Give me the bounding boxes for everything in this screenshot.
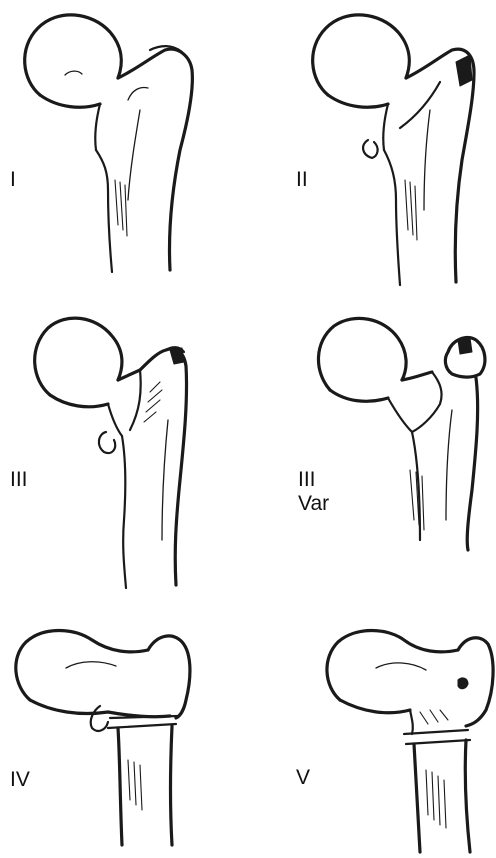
femur-drawing-iv [16, 631, 190, 846]
panel-label-v: V [296, 766, 310, 790]
panel-label-iii-var: III Var [298, 468, 329, 516]
femur-drawing-v [327, 631, 493, 853]
femur-drawing-ii [313, 15, 474, 285]
panel-label-i: I [10, 168, 16, 192]
femur-drawing-iii [35, 318, 187, 588]
panel-label-iii: III [10, 468, 28, 492]
femur-drawing-i [25, 15, 193, 272]
panel-label-ii: II [296, 168, 308, 192]
panel-label-iv: IV [10, 768, 30, 792]
femur-drawing-iii-var [318, 318, 484, 550]
